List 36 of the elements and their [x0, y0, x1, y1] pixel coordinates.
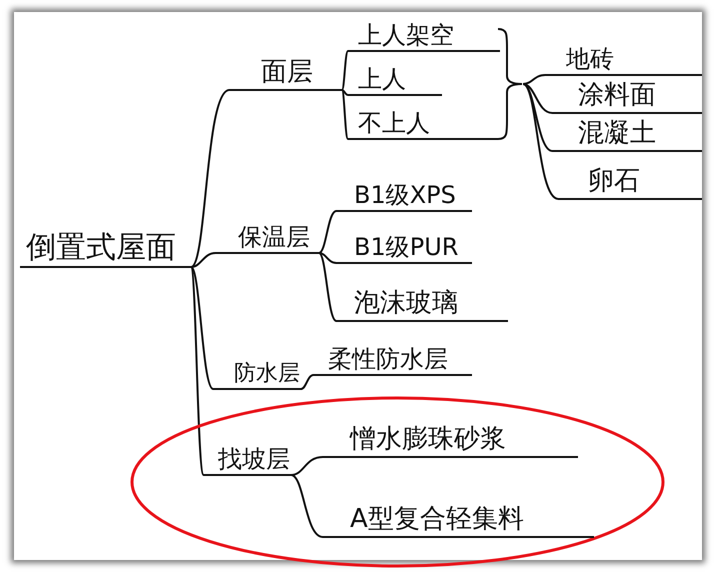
branch-topic: 面层	[255, 55, 343, 91]
branch-line	[522, 83, 572, 152]
branch-line	[190, 89, 255, 268]
branch-line	[318, 210, 348, 254]
branch-line	[190, 266, 228, 390]
branch-topic: B1级XPS	[348, 176, 472, 212]
branch-line	[318, 252, 348, 322]
branch-topic: 卵石	[582, 158, 702, 200]
branch-topic: 泡沫玻璃	[348, 282, 508, 322]
branch-line	[522, 74, 560, 85]
branch-topic: 涂料面	[572, 80, 702, 114]
branch-topic: B1级PUR	[348, 226, 472, 264]
branch-line	[318, 252, 348, 264]
branch-line	[341, 90, 352, 140]
branch-topic: 保温层	[232, 212, 320, 254]
branch-line	[300, 374, 322, 390]
branch-line	[290, 474, 344, 538]
branch-line	[342, 89, 352, 96]
branch-line	[522, 83, 572, 114]
branch-topic: 柔性防水层	[322, 334, 472, 376]
branch-topic: 防水层	[228, 350, 302, 390]
branch-topic: 混凝土	[572, 118, 702, 152]
branch-topic: A型复合轻集料	[344, 492, 594, 538]
branch-line	[190, 266, 212, 476]
branch-line	[522, 83, 582, 200]
branch-topic: 憎水膨珠砂浆	[344, 412, 578, 458]
branch-line	[190, 252, 232, 268]
branch-topic: 上人架空	[352, 18, 500, 52]
branch-topic: 上人	[352, 62, 442, 96]
branch-topic: 地砖	[560, 38, 702, 76]
branch-topic: 找坡层	[212, 434, 292, 476]
highlight-ellipse	[130, 396, 665, 568]
branch-line	[290, 456, 344, 476]
branch-topic: 不上人	[352, 104, 498, 140]
root-topic: 倒置式屋面	[20, 212, 192, 268]
curly-brace	[497, 28, 523, 140]
